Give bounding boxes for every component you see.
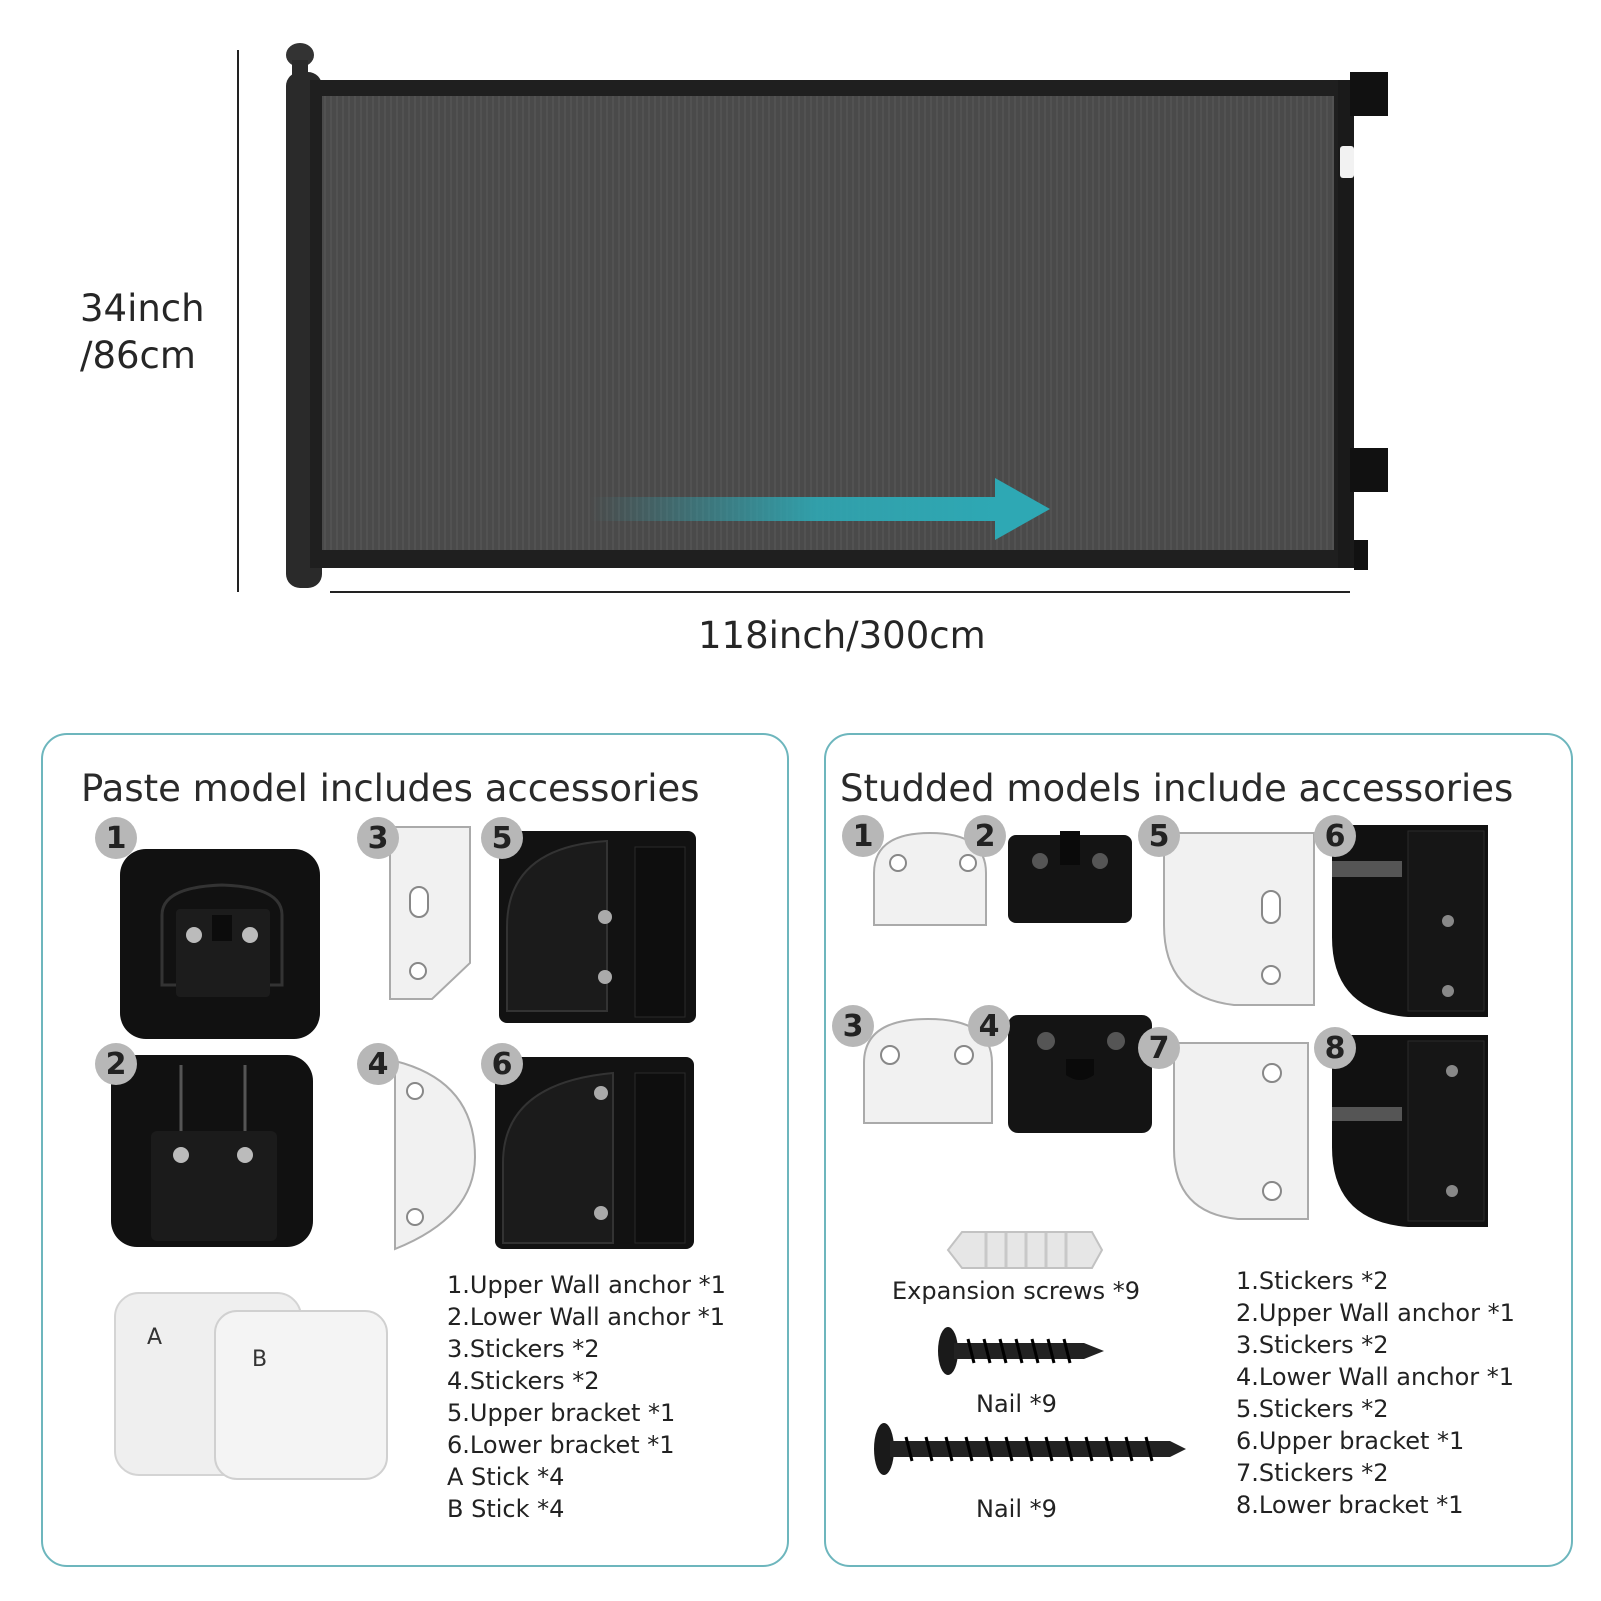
lower-mount <box>1350 448 1388 492</box>
paste-model-panel: Paste model includes accessories 1 2 3 <box>41 733 789 1567</box>
studded-part-sticker-7 <box>1172 1039 1312 1223</box>
paste-panel-title: Paste model includes accessories <box>81 767 700 810</box>
height-dimension-label: 34inch /86cm <box>80 285 205 380</box>
studded-badge-3: 3 <box>832 1005 874 1047</box>
studded-part-upper-bracket <box>1328 821 1492 1021</box>
pull-arrow-shaft <box>590 497 1000 521</box>
pad-label-a: A <box>147 1325 163 1350</box>
studded-list-item: 1.Stickers *2 <box>1236 1267 1389 1295</box>
paste-badge-3: 3 <box>357 817 399 859</box>
paste-part-sticker-3 <box>388 823 478 1003</box>
pad-label-b: B <box>252 1347 268 1372</box>
studded-part-upper-wall-anchor <box>1006 827 1134 927</box>
upper-mount <box>1350 72 1388 116</box>
studded-badge-7: 7 <box>1138 1027 1180 1069</box>
height-dimension-line2: /86cm <box>80 334 196 378</box>
gate-mesh <box>322 96 1334 550</box>
studded-badge-2: 2 <box>964 815 1006 857</box>
studded-badge-6: 6 <box>1314 815 1356 857</box>
studded-accessory-list: 1.Stickers *2 2.Upper Wall anchor *1 3.S… <box>1236 1265 1515 1521</box>
paste-badge-4: 4 <box>357 1043 399 1085</box>
studded-list-item: 7.Stickers *2 <box>1236 1459 1389 1487</box>
paste-list-item: 2.Lower Wall anchor *1 <box>447 1303 726 1331</box>
long-nail-caption: Nail *9 <box>976 1495 1057 1523</box>
paste-stick-pads <box>113 1291 393 1491</box>
paste-list-item: 3.Stickers *2 <box>447 1335 600 1363</box>
studded-part-lower-bracket <box>1328 1031 1494 1231</box>
paste-part-lower-wall-anchor <box>107 1051 317 1251</box>
paste-part-upper-bracket <box>495 827 700 1027</box>
studded-part-sticker-1 <box>872 829 990 929</box>
paste-badge-2: 2 <box>95 1043 137 1085</box>
paste-list-item: 4.Stickers *2 <box>447 1367 600 1395</box>
studded-badge-4: 4 <box>968 1005 1010 1047</box>
handle-slot <box>1340 146 1354 178</box>
paste-list-item: A Stick *4 <box>447 1463 565 1491</box>
studded-list-item: 8.Lower bracket *1 <box>1236 1491 1464 1519</box>
long-nail-image <box>872 1421 1186 1477</box>
studded-model-panel: Studded models include accessories 1 2 3 <box>824 733 1573 1567</box>
paste-accessory-list: 1.Upper Wall anchor *1 2.Lower Wall anch… <box>447 1269 726 1525</box>
studded-part-lower-wall-anchor <box>1006 1013 1154 1135</box>
paste-badge-1: 1 <box>95 817 137 859</box>
studded-list-item: 6.Upper bracket *1 <box>1236 1427 1465 1455</box>
paste-list-item: 6.Lower bracket *1 <box>447 1431 675 1459</box>
studded-panel-title: Studded models include accessories <box>840 767 1514 810</box>
studded-list-item: 5.Stickers *2 <box>1236 1395 1389 1423</box>
paste-list-item: B Stick *4 <box>447 1495 565 1523</box>
studded-list-item: 4.Lower Wall anchor *1 <box>1236 1363 1515 1391</box>
retractable-gate-illustration <box>237 43 1388 593</box>
expansion-screws-caption: Expansion screws *9 <box>892 1277 1141 1305</box>
expansion-screw-image <box>946 1225 1106 1275</box>
product-image: 34inch /86cm 118inch/300cm <box>0 0 1601 690</box>
paste-list-item: 5.Upper bracket *1 <box>447 1399 676 1427</box>
paste-part-lower-bracket <box>491 1053 698 1253</box>
studded-list-item: 2.Upper Wall anchor *1 <box>1236 1299 1515 1327</box>
studded-part-sticker-3 <box>862 1015 994 1127</box>
studded-badge-8: 8 <box>1314 1027 1356 1069</box>
short-nail-caption: Nail *9 <box>976 1390 1057 1418</box>
studded-badge-5: 5 <box>1138 815 1180 857</box>
pull-arrow-head <box>995 478 1050 540</box>
height-dimension-line1: 34inch <box>80 287 205 330</box>
gate-end-bar <box>1338 80 1354 568</box>
paste-badge-6: 6 <box>481 1043 523 1085</box>
paste-part-upper-wall-anchor <box>114 845 324 1045</box>
paste-badge-5: 5 <box>481 817 523 859</box>
width-dimension-label: 118inch/300cm <box>698 614 986 657</box>
studded-badge-1: 1 <box>842 815 884 857</box>
short-nail-image <box>936 1325 1106 1377</box>
studded-list-item: 3.Stickers *2 <box>1236 1331 1389 1359</box>
studded-part-sticker-5 <box>1162 829 1320 1009</box>
paste-part-sticker-4 <box>391 1057 481 1253</box>
paste-list-item: 1.Upper Wall anchor *1 <box>447 1271 726 1299</box>
